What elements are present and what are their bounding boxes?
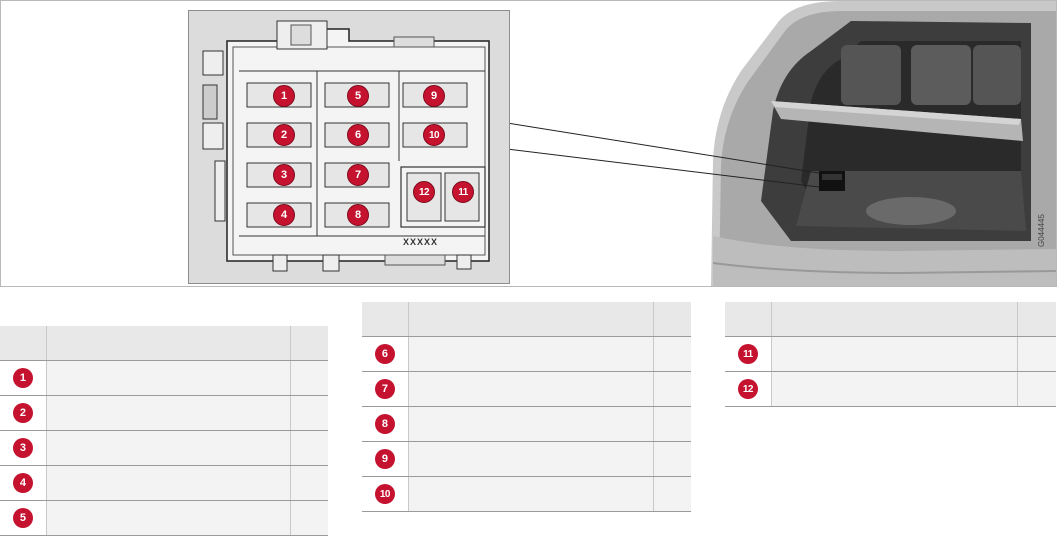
fuse-2-badge: 2 [273,124,295,146]
function-cell [45,360,291,396]
table-header-row [0,326,328,361]
fuse-12-badge: 12 [413,181,435,203]
position-badge: 4 [12,473,33,493]
ampere-cell [1017,336,1056,372]
position-badge: 8 [374,414,395,434]
ampere-cell [653,406,691,442]
position-badge: 11 [737,344,758,364]
table-row: 6 [362,336,691,372]
function-cell [407,371,654,407]
ampere-cell [653,476,691,512]
position-header [725,302,772,337]
table-header-row [725,302,1056,337]
function-cell [407,441,654,477]
ampere-cell [653,336,691,372]
table-row: 10 [362,476,691,512]
fuse-box-figure: XXXXX 1 2 3 4 5 6 7 8 9 10 11 12 G044445 [0,0,1057,287]
fuse-table-1: 1 2 3 4 5 [0,326,328,536]
ampere-cell [290,465,328,501]
ampere-cell [1017,371,1056,407]
position-cell: 6 [362,336,409,372]
function-cell [45,500,291,536]
position-cell: 12 [725,371,772,407]
function-cell [407,406,654,442]
fuse-11-badge: 11 [452,181,474,203]
position-badge: 2 [12,403,33,423]
position-cell: 4 [0,465,47,501]
table-row: 3 [0,430,328,466]
ampere-cell [290,360,328,396]
table-row: 11 [725,336,1056,372]
function-header [770,302,1018,337]
fuse-9-badge: 9 [423,85,445,107]
position-cell: 3 [0,430,47,466]
ampere-cell [290,430,328,466]
ampere-cell [290,395,328,431]
fuse-box-diagram: XXXXX 1 2 3 4 5 6 7 8 9 10 11 12 [188,10,510,284]
table-row: 4 [0,465,328,501]
fuse-3-badge: 3 [273,164,295,186]
table-row: 8 [362,406,691,442]
function-cell [407,476,654,512]
function-cell [45,465,291,501]
table-header-row [362,302,691,337]
position-badge: 6 [374,344,395,364]
fuse-7-badge: 7 [347,164,369,186]
function-header [45,326,291,361]
fuse-table-3: 11 12 [725,302,1056,407]
fuse-4-badge: 4 [273,204,295,226]
position-cell: 11 [725,336,772,372]
position-badge: 10 [374,484,395,504]
table-row: 12 [725,371,1056,407]
ampere-cell [290,500,328,536]
fuse-6-badge: 6 [347,124,369,146]
position-cell: 10 [362,476,409,512]
function-cell [45,395,291,431]
function-cell [45,430,291,466]
fuse-10-badge: 10 [423,124,445,146]
position-header [0,326,47,361]
fuse-1-badge: 1 [273,85,295,107]
position-badge: 9 [374,449,395,469]
function-cell [770,371,1018,407]
position-cell: 7 [362,371,409,407]
figure-code: G044445 [1037,214,1046,247]
position-badge: 7 [374,379,395,399]
position-badge: 1 [12,368,33,388]
function-header [407,302,654,337]
position-cell: 9 [362,441,409,477]
fuse-table-2: 6 7 8 9 10 [362,302,691,512]
ampere-header [290,326,328,361]
car-cargo-area-illustration [701,1,1056,286]
table-row: 5 [0,500,328,536]
position-cell: 5 [0,500,47,536]
position-badge: 12 [737,379,758,399]
fuse-5-badge: 5 [347,85,369,107]
fuse-box-code: XXXXX [403,237,439,247]
position-cell: 1 [0,360,47,396]
fuse-8-badge: 8 [347,204,369,226]
table-row: 2 [0,395,328,431]
position-cell: 8 [362,406,409,442]
position-badge: 5 [12,508,33,528]
ampere-cell [653,441,691,477]
table-row: 1 [0,360,328,396]
position-header [362,302,409,337]
table-row: 9 [362,441,691,477]
ampere-cell [653,371,691,407]
position-cell: 2 [0,395,47,431]
function-cell [770,336,1018,372]
ampere-header [1017,302,1056,337]
ampere-header [653,302,691,337]
table-row: 7 [362,371,691,407]
position-badge: 3 [12,438,33,458]
function-cell [407,336,654,372]
